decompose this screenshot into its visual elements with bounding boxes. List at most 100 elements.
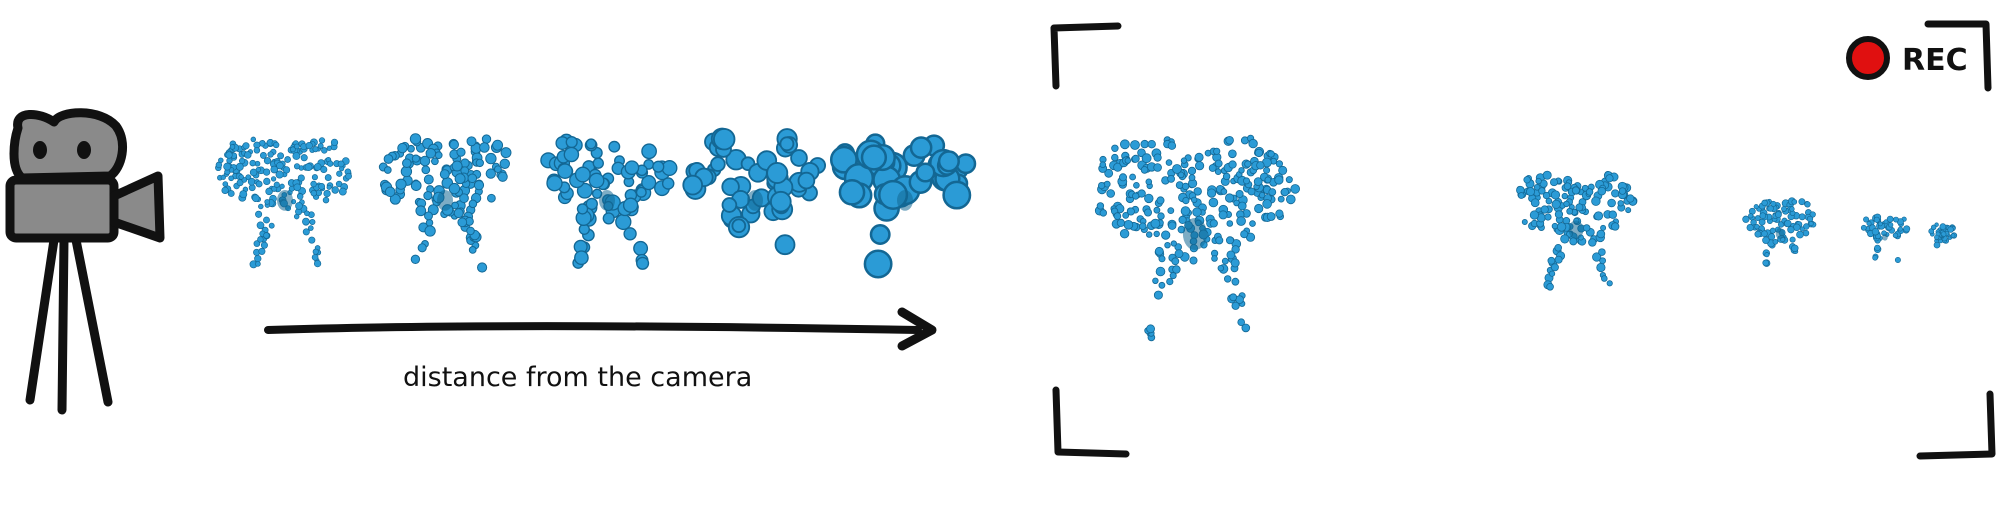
protein-sphere [635,186,647,198]
protein-sphere [1124,157,1131,164]
protein-sphere [253,240,261,247]
protein-sphere [1226,220,1234,227]
protein-sphere [263,232,270,239]
protein-sphere [228,175,235,182]
protein-sphere [682,174,704,196]
protein-sphere [1147,139,1156,149]
protein-sphere [1249,220,1256,227]
protein-sphere [1111,144,1119,152]
protein-sphere [258,203,264,210]
protein-sphere [1746,223,1754,232]
protein-sphere [1189,256,1198,265]
protein-sphere [1146,324,1155,334]
protein-sphere [1099,161,1107,169]
protein-sphere [1208,164,1217,172]
protein-sphere [410,254,421,264]
protein-sphere [1158,281,1166,289]
protein-sphere [1601,275,1608,282]
viewfinder-protein-4 [1860,213,1911,264]
protein-sphere [1230,258,1240,268]
protein-sphere [1167,174,1175,183]
protein-sphere [318,182,326,190]
protein-sphere [296,193,304,200]
protein-sphere [322,196,330,204]
protein-sphere [1235,189,1244,198]
protein-sphere [1556,222,1567,232]
protein-sphere [304,210,310,217]
protein-sphere [1593,211,1604,221]
protein-sphere [1554,244,1562,252]
arrow-head [897,307,937,351]
protein-sphere [1172,164,1182,174]
protein-sphere [766,161,789,185]
protein-sphere [304,163,313,172]
protein-sphere [1550,178,1558,187]
protein-sphere [485,168,496,179]
protein-sphere [1566,207,1574,215]
protein-sphere [557,163,573,179]
protein-sphere [1533,184,1541,191]
protein-sphere [309,218,316,226]
protein-sphere [321,147,328,154]
protein-sphere [1542,191,1551,200]
protein-sphere [221,186,229,195]
protein-sphere [1154,246,1164,256]
protein-sphere [431,157,439,166]
protein-sphere [473,180,485,191]
protein-sphere [409,133,422,145]
protein-sphere [397,142,408,154]
protein-sphere [310,189,318,197]
protein-sphere [563,146,580,163]
protein-sphere [1947,226,1954,233]
protein-sphere [248,184,256,192]
protein-sphere [270,176,277,182]
protein-sphere [456,147,466,157]
protein-sphere [1171,257,1180,266]
protein-sphere [1237,318,1245,327]
protein-sphere [1145,178,1153,186]
protein-sphere [1248,138,1258,149]
protein-sphere [317,142,324,149]
protein-sphere [721,177,740,197]
protein-sphere [492,139,504,151]
protein-sphere [1530,198,1540,208]
protein-sphere [290,146,296,153]
protein-sphere [1166,277,1174,286]
protein-sphere [384,186,396,198]
protein-sphere [423,174,434,185]
protein-sphere [1165,159,1173,166]
protein-sphere [576,182,593,199]
protein-channel [1775,228,1785,240]
protein-sphere [1591,196,1601,206]
protein-sphere [255,166,261,173]
protein-channel [1940,235,1944,240]
protein-sphere [415,205,427,217]
protein-sphere [1517,192,1525,199]
protein-sphere [1182,197,1190,205]
protein-sphere [1928,228,1935,235]
protein-sphere [494,165,502,174]
protein-channel [1568,220,1584,239]
protein-channel [277,190,293,211]
protein-sphere [1799,226,1805,232]
protein-sphere [424,211,433,221]
protein-sphere [1144,208,1153,217]
protein-sphere [937,150,960,173]
protein-sphere [615,213,632,231]
protein-sphere [915,162,936,183]
protein-sphere [1806,215,1814,223]
protein-sphere [1585,188,1594,196]
protein-sphere [1139,222,1147,230]
rec-dot-icon [1846,36,1890,80]
protein-sphere [389,193,401,205]
protein-sphere [1598,248,1606,256]
protein-sphere [223,162,232,171]
protein-sphere [1130,140,1140,150]
protein-sphere [838,178,866,206]
protein-sphere [1753,204,1759,210]
protein-sphere [320,165,328,174]
protein-sphere [1169,272,1177,280]
protein-sphere [1554,255,1563,264]
protein-sphere [1871,227,1880,236]
protein-sphere [1873,216,1880,223]
